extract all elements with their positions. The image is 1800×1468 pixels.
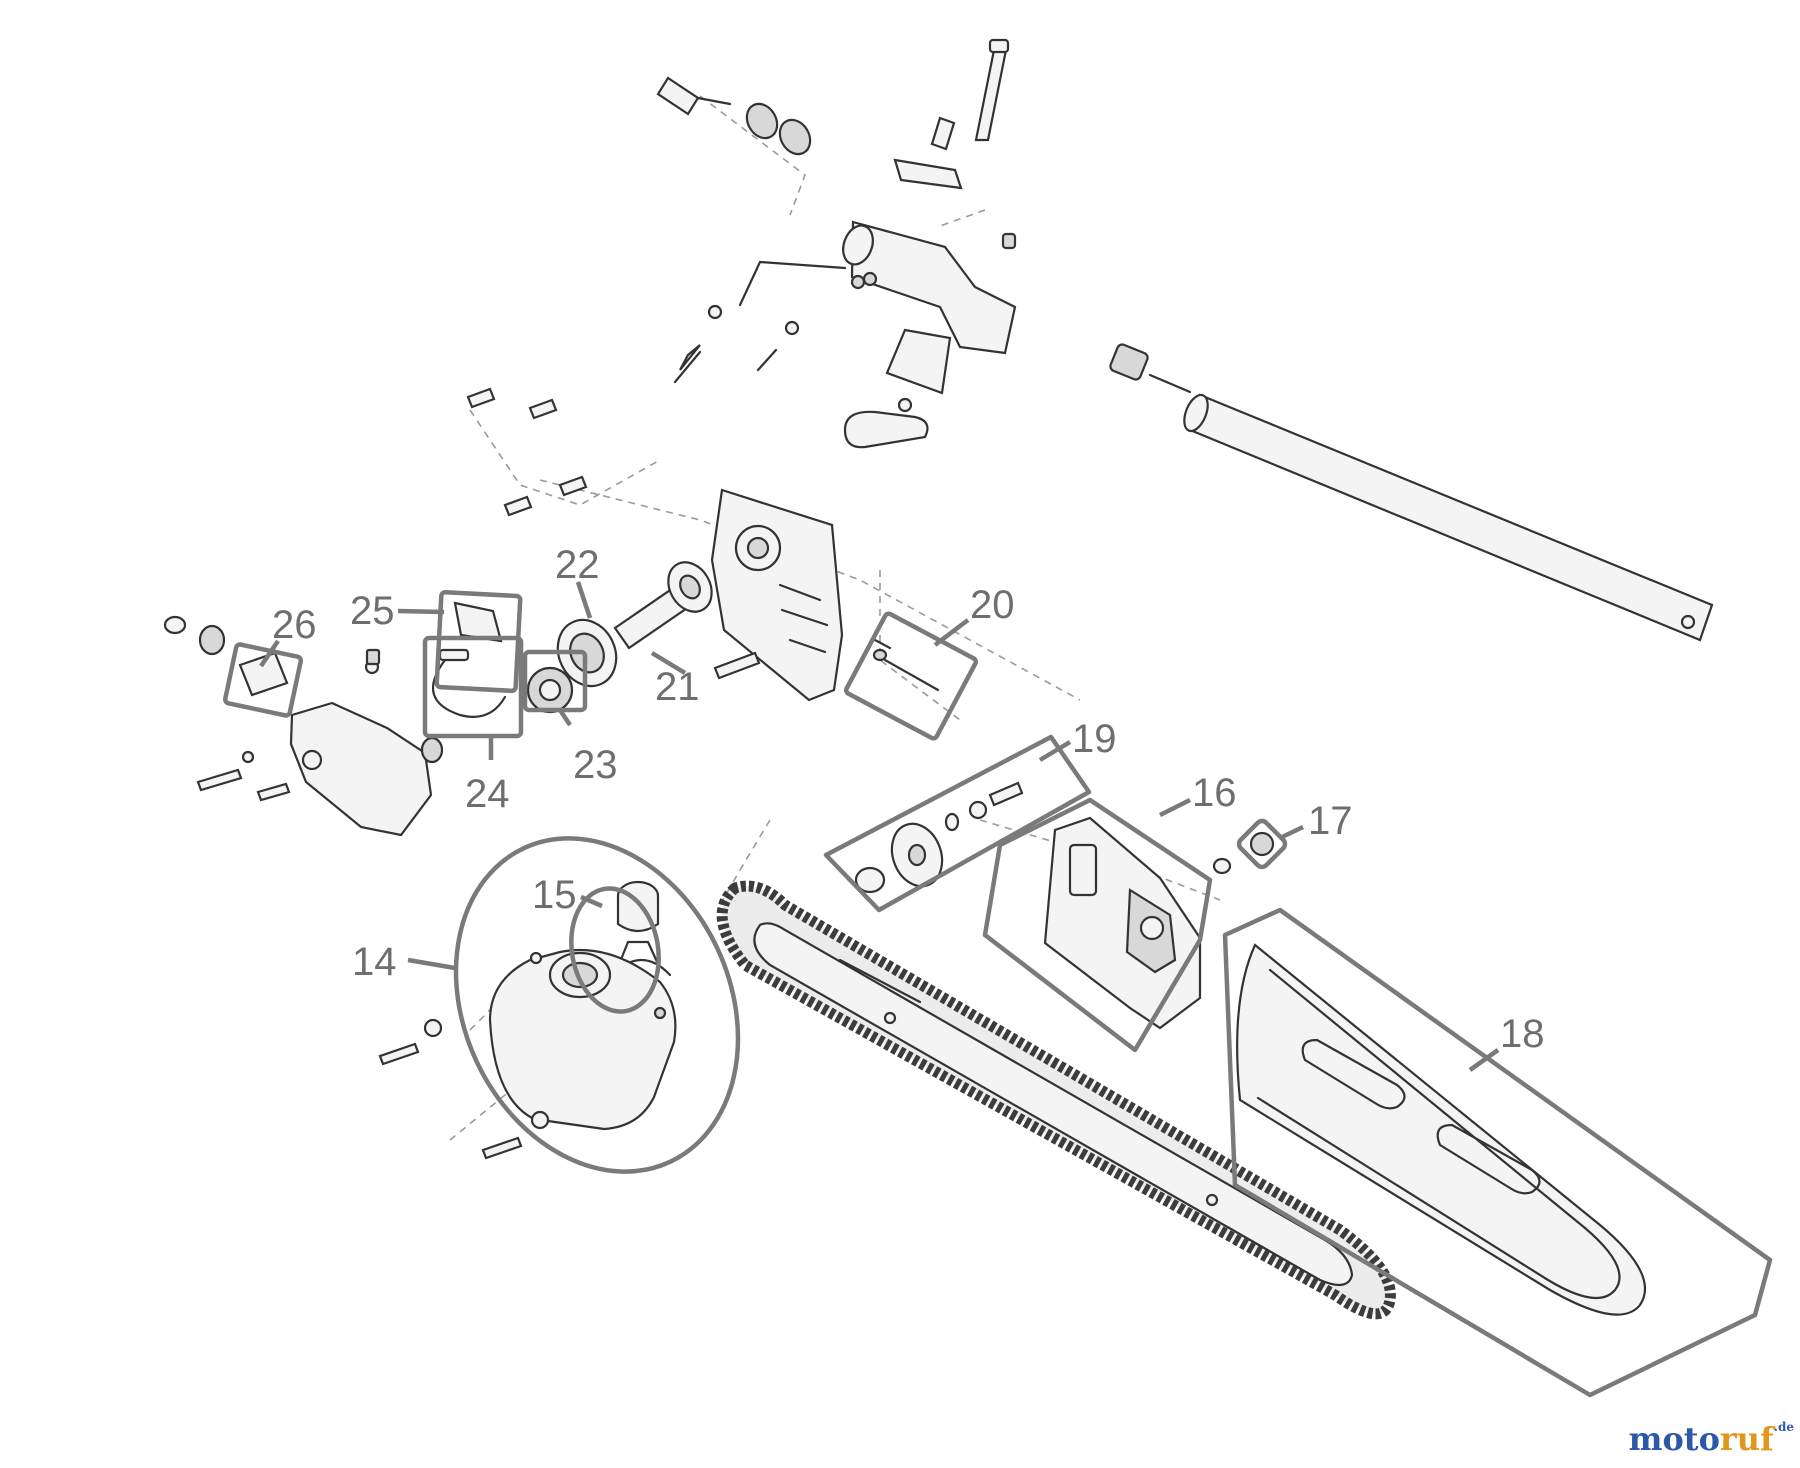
callout-21: 21 bbox=[655, 665, 700, 709]
watermark-text: motoruf bbox=[1629, 1420, 1774, 1458]
watermark-suffix: .de bbox=[1774, 1420, 1794, 1434]
callout-15: 15 bbox=[532, 873, 577, 917]
top-clamp-assembly bbox=[658, 40, 1015, 447]
callout-22: 22 bbox=[555, 543, 600, 587]
callout-19: 19 bbox=[1072, 717, 1117, 761]
drive-shaft-tube bbox=[1109, 343, 1712, 640]
housing-bolts bbox=[468, 389, 586, 515]
callout-16: 16 bbox=[1192, 771, 1237, 815]
brand-watermark: motoruf.de bbox=[1629, 1420, 1794, 1458]
bearing-and-gear bbox=[528, 610, 627, 712]
callout-23: 23 bbox=[573, 743, 618, 787]
bar-nut bbox=[1251, 833, 1273, 855]
frame-20 bbox=[845, 612, 977, 739]
guide-pin-set bbox=[874, 640, 938, 690]
callout-20: 20 bbox=[970, 583, 1015, 627]
callout-18: 18 bbox=[1500, 1012, 1545, 1056]
gear-head-housing bbox=[165, 617, 442, 835]
oil-tank bbox=[380, 950, 675, 1158]
callout-24: 24 bbox=[465, 772, 510, 816]
callout-14: 14 bbox=[352, 940, 397, 984]
callout-17: 17 bbox=[1308, 799, 1353, 843]
callout-26: 26 bbox=[272, 603, 317, 647]
callout-25: 25 bbox=[350, 589, 395, 633]
